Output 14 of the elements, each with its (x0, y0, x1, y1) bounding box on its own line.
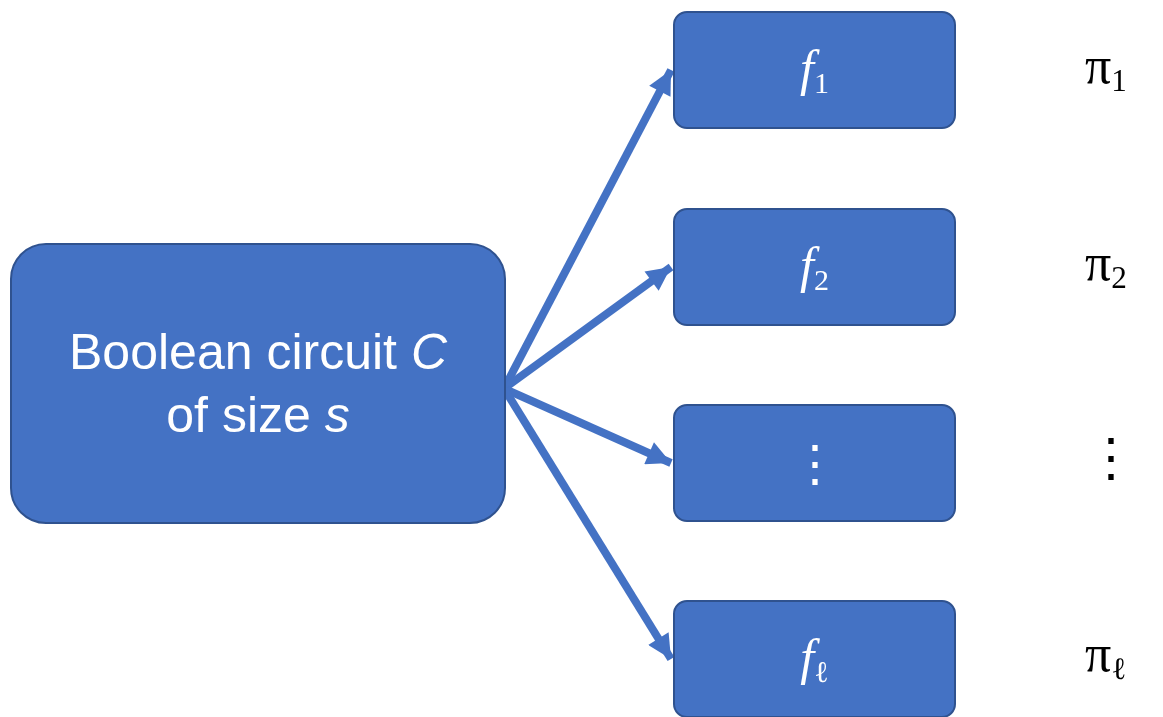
output-label: π$_{1}$ (1085, 40, 1127, 96)
function-label: ⋮ (789, 438, 840, 488)
output-box (673, 208, 956, 326)
node-label: Boolean circuit C of size s (68, 323, 448, 445)
output-label: ⋮ (1085, 432, 1137, 484)
output-label: π$_{2}$ (1085, 237, 1127, 293)
output-box (673, 404, 956, 522)
function-label: f$_{1}$ (800, 42, 829, 98)
output-box (673, 11, 956, 129)
process-box (10, 243, 506, 524)
output-label: π$_{ℓ}$ (1085, 628, 1127, 684)
function-label: f$_{ℓ}$ (800, 631, 829, 687)
output-box (673, 600, 956, 717)
function-label: f$_{2}$ (800, 239, 829, 295)
